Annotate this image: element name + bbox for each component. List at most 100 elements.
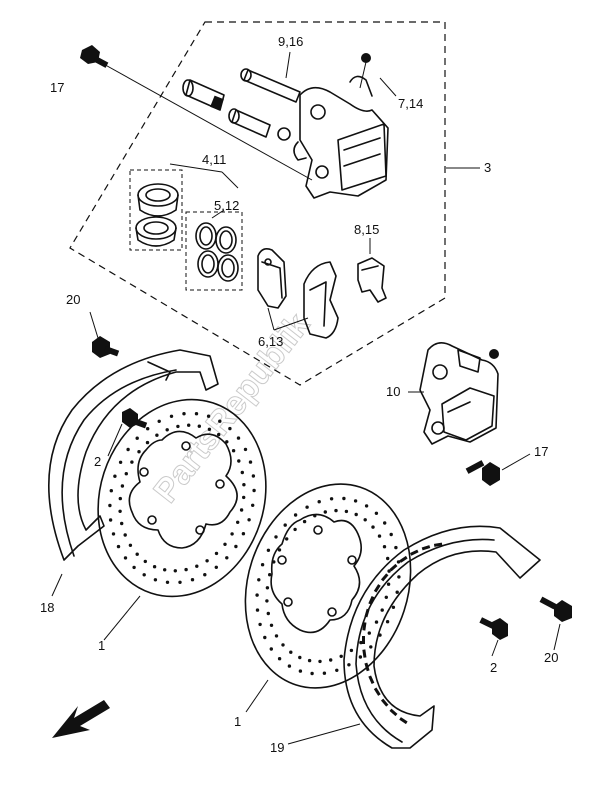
callout-2-right: 2 — [490, 660, 497, 675]
disc-hole — [124, 472, 128, 476]
pistons — [129, 169, 183, 251]
cover-slots-right — [362, 542, 443, 725]
bolt-17-right — [465, 460, 500, 486]
disc-hole — [163, 568, 167, 572]
disc-hole — [287, 664, 292, 668]
disc-hole — [358, 655, 363, 659]
cover-slot — [364, 662, 370, 672]
disc-hole — [367, 631, 371, 635]
disc-hole — [265, 599, 269, 603]
disc-hole — [194, 412, 199, 416]
callout-6-13: 6,13 — [258, 334, 283, 349]
disc-hole — [266, 548, 271, 552]
disc-hole — [322, 671, 327, 675]
disc-hole — [165, 580, 170, 584]
callout-18: 18 — [40, 600, 54, 615]
disc-holes-right — [255, 496, 401, 676]
disc-hole — [318, 659, 322, 664]
disc-hole — [293, 527, 297, 532]
bolt-20-left — [92, 336, 120, 358]
disc-hole — [132, 565, 136, 570]
caliper-body-top — [293, 53, 389, 199]
disc-hole — [230, 532, 234, 536]
disc-hole — [269, 623, 274, 627]
disc-hole — [242, 483, 246, 487]
disc-hole — [281, 643, 285, 647]
callout-17-right: 17 — [534, 444, 548, 459]
disc-hole — [155, 433, 159, 437]
disc-hole — [214, 551, 219, 556]
disc-hole — [152, 565, 157, 569]
disc-hole — [329, 658, 333, 662]
disc-hole — [130, 460, 134, 464]
disc-hole — [389, 532, 393, 537]
callout-1-left: 1 — [98, 638, 105, 653]
piston-seals — [185, 211, 243, 291]
brake-disc-left — [97, 398, 267, 598]
disc-hole — [260, 563, 265, 567]
disc-hole — [239, 508, 244, 512]
disc-hole — [277, 657, 282, 661]
cover-slot — [373, 584, 381, 593]
bolt-20-right — [539, 596, 572, 622]
disc-hole — [257, 578, 261, 582]
disc-hole — [137, 450, 141, 454]
disc-hole — [184, 567, 188, 572]
disc-hole — [173, 569, 177, 573]
disc-hole — [258, 622, 262, 627]
disc-hole — [231, 449, 236, 453]
cover-slot — [410, 549, 419, 556]
disc-hole — [323, 510, 327, 514]
disc-hole — [123, 533, 127, 537]
arrow-down-left-icon — [52, 700, 110, 738]
disc-hole — [142, 573, 146, 577]
callout-1-bottom: 1 — [234, 714, 241, 729]
disc-hole — [265, 586, 270, 590]
cover-slot — [364, 608, 370, 618]
disc-hole — [272, 560, 276, 564]
disc-hole — [364, 504, 369, 508]
callout-3: 3 — [484, 160, 491, 175]
disc-hole — [251, 503, 255, 507]
brake-pads — [257, 248, 339, 339]
cover-slot — [380, 698, 389, 707]
disc-hole — [293, 513, 298, 517]
leader-lines — [51, 51, 561, 745]
disc-hole — [349, 648, 354, 653]
disc-hole — [344, 509, 349, 514]
disc-hole — [396, 560, 401, 564]
disc-hole — [223, 542, 227, 546]
disc-hole — [153, 578, 158, 582]
disc-hole — [126, 447, 130, 452]
disc-hole — [339, 654, 343, 658]
disc-hole — [206, 414, 211, 418]
disc-hole — [176, 424, 180, 429]
disc-hole — [111, 532, 116, 536]
disc-hole — [255, 593, 259, 597]
disc-hole — [335, 668, 339, 672]
callout-10: 10 — [386, 384, 400, 399]
cover-slot — [368, 596, 375, 605]
callout-17-top: 17 — [50, 80, 64, 95]
disc-hole — [218, 419, 222, 423]
disc-holes-left — [108, 412, 256, 584]
disc-hole — [371, 525, 375, 529]
disc-hole — [353, 499, 358, 503]
disc-hole — [386, 582, 391, 586]
disc-hole — [195, 564, 199, 568]
callout-20-left: 20 — [66, 292, 80, 307]
disc-hole — [377, 534, 382, 538]
callout-4-11: 4,11 — [202, 152, 226, 167]
callout-7-14: 7,14 — [398, 96, 423, 111]
disc-hole — [369, 645, 373, 649]
bolt-17-top — [80, 45, 313, 181]
disc-hole — [165, 428, 169, 432]
disc-hole — [118, 460, 123, 464]
callout-5-12: 5,12 — [214, 198, 239, 213]
disc-hole — [236, 520, 240, 524]
disc-hole — [228, 426, 232, 431]
cover-slot — [380, 573, 389, 582]
disc-hole — [207, 427, 212, 431]
disc-hole — [108, 503, 112, 508]
